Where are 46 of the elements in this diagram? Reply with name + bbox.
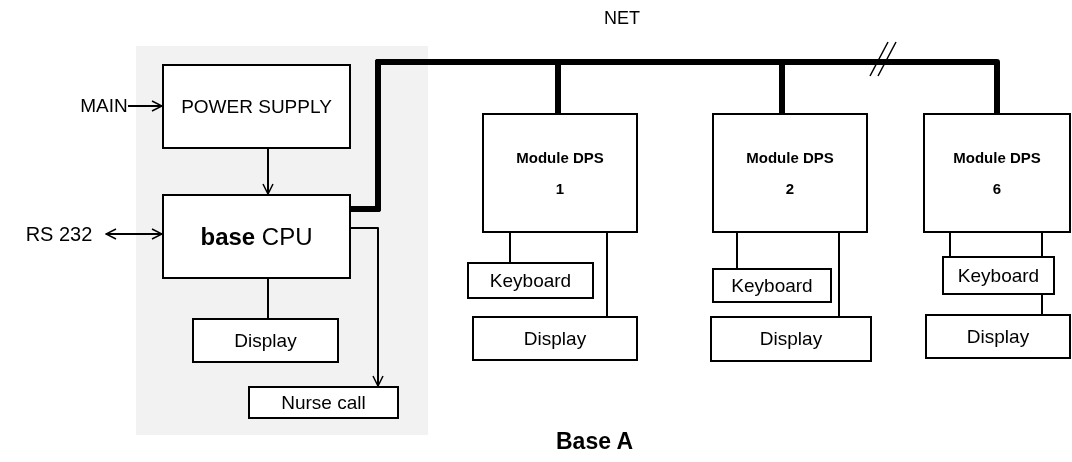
- display-box: [472, 316, 638, 361]
- box-label: Keyboard: [489, 269, 572, 292]
- connector-line: [606, 232, 608, 317]
- module-box: [482, 113, 638, 233]
- box-label: Nurse call: [281, 391, 366, 414]
- diagram-caption: Base A: [556, 428, 634, 455]
- power-supply-box: [162, 64, 351, 149]
- box-label: Module DPS: [746, 148, 834, 166]
- keyboard-box: [467, 262, 594, 299]
- nurse-call-box: [248, 386, 399, 419]
- module-box: [712, 113, 868, 233]
- box-label: 6: [992, 180, 1002, 198]
- module-box: [923, 113, 1071, 233]
- keyboard-box: [712, 268, 832, 303]
- box-label: Display: [759, 328, 823, 350]
- arrow: [127, 100, 163, 112]
- keyboard-box: [942, 256, 1055, 295]
- connector-line: [838, 232, 840, 317]
- box-label: base CPU: [200, 222, 313, 251]
- connector-line: [1041, 294, 1043, 315]
- box-label: 1: [555, 180, 565, 198]
- cpu-box: [162, 194, 351, 279]
- bus-label: NET: [604, 8, 640, 29]
- port-label: RS 232: [12, 220, 106, 248]
- input-label: MAIN: [80, 94, 128, 118]
- box-label: Keyboard: [957, 264, 1040, 287]
- connector-line: [1041, 232, 1043, 257]
- connector-line: [509, 232, 511, 263]
- arrow: [350, 227, 384, 387]
- display-box: [925, 314, 1071, 359]
- display-box: [710, 316, 872, 362]
- box-label: Display: [523, 327, 587, 350]
- connector-line: [949, 232, 951, 257]
- box-label: Module DPS: [953, 148, 1041, 166]
- box-label: 2: [785, 180, 795, 198]
- display-box: [192, 318, 339, 363]
- connector-line: [267, 278, 269, 319]
- arrow: [262, 148, 274, 195]
- box-label: Display: [234, 329, 297, 352]
- connector-line: [736, 232, 738, 269]
- base-unit-panel: [136, 46, 428, 435]
- box-label: Display: [966, 325, 1030, 348]
- box-label: Keyboard: [731, 274, 813, 297]
- arrow: [105, 228, 163, 240]
- box-label: Module DPS: [516, 148, 604, 166]
- box-label: POWER SUPPLY: [181, 95, 332, 118]
